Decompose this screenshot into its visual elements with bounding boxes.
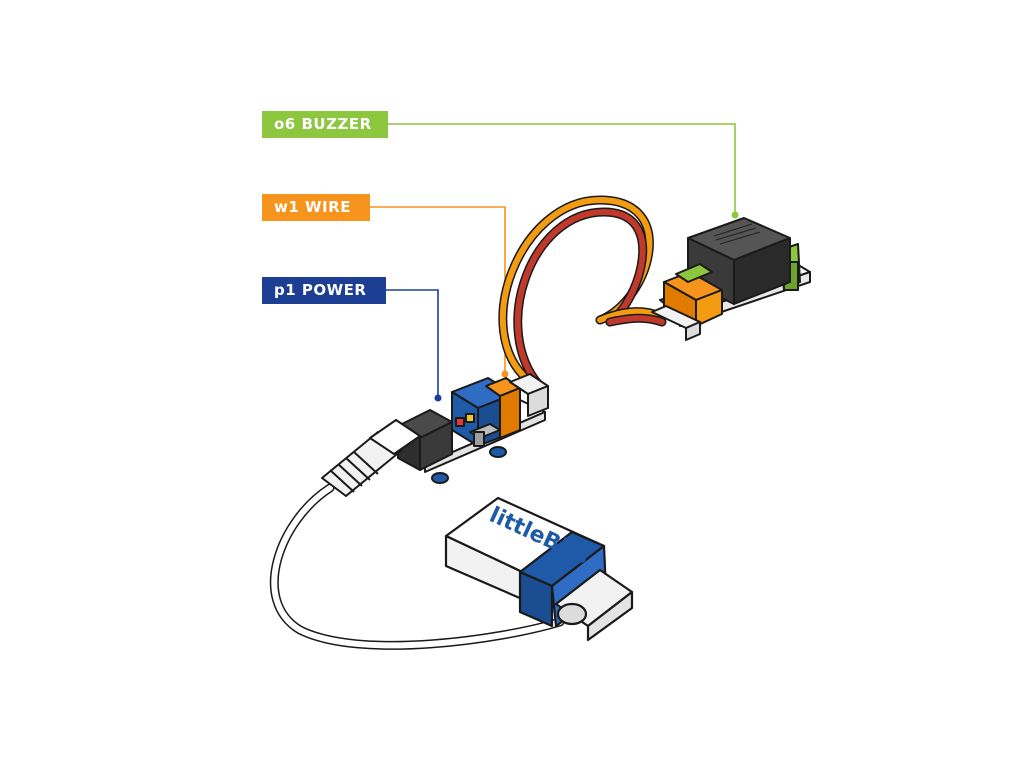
battery-plug [321,419,421,497]
buzzer-leader-line [388,123,736,213]
buzzer-module [651,217,811,341]
battery-cable [269,483,565,650]
wire-leader-dot [501,370,509,378]
buzzer-body-side [733,237,791,305]
power-led-red [455,417,465,427]
power-leader-dot [434,394,442,402]
power-module [397,373,549,484]
wire-callout-label: w1 WIRE [262,194,370,221]
buzzer-leader-dot [731,211,739,219]
buzzer-callout-label: o6 BUZZER [262,111,388,138]
buzzer-grille [713,223,761,245]
battery [444,496,634,642]
power-leader-line [386,289,439,396]
callout-leader-lines [370,123,739,402]
power-led-yellow [465,413,475,423]
power-callout-label: p1 POWER [262,277,386,304]
wire-loop [498,195,667,391]
